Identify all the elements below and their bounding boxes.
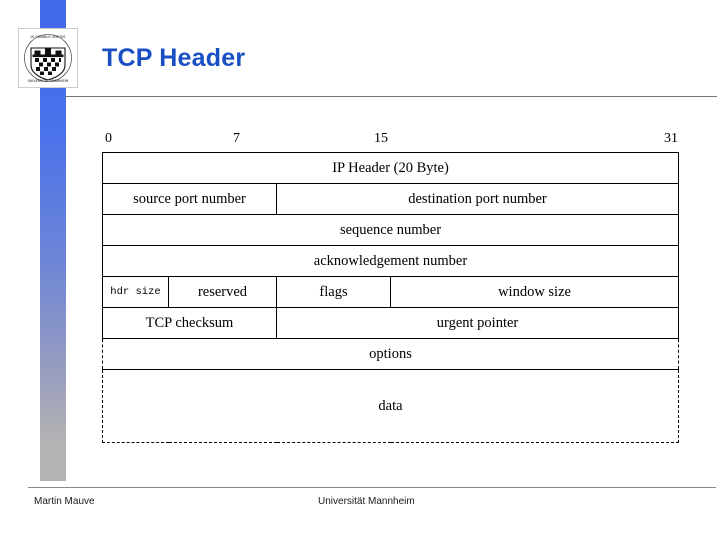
bit-tick-7: 7 — [233, 131, 240, 146]
field-urgent-pointer: urgent pointer — [275, 307, 680, 339]
table-row: acknowledgement number — [101, 245, 680, 277]
svg-text:UNIVERSITAT MANNHEIM: UNIVERSITAT MANNHEIM — [28, 79, 69, 83]
bit-offset-ruler: 0 7 15 31 — [102, 130, 678, 152]
footer-divider — [28, 487, 716, 488]
svg-text:IN OMNIBUS VERITAS: IN OMNIBUS VERITAS — [31, 35, 66, 39]
field-flags: flags — [276, 276, 391, 308]
table-row: hdr size reserved flags window size — [102, 276, 680, 308]
field-ip-header: IP Header (20 Byte) — [101, 152, 680, 184]
field-destination-port: destination port number — [275, 183, 680, 215]
footer-author: Martin Mauve — [34, 496, 95, 507]
field-window-size: window size — [389, 276, 680, 308]
bit-tick-31: 31 — [664, 131, 678, 146]
field-options: options — [101, 338, 680, 370]
field-sequence-number: sequence number — [101, 214, 680, 246]
field-data: data — [101, 369, 680, 443]
field-tcp-checksum: TCP checksum — [102, 307, 277, 339]
table-row: options — [101, 338, 680, 370]
field-reserved: reserved — [168, 276, 277, 308]
field-source-port: source port number — [102, 183, 277, 215]
table-row: TCP checksum urgent pointer — [102, 307, 680, 339]
tcp-header-diagram: 0 7 15 31 IP Header (20 Byte) source por… — [101, 130, 680, 443]
field-acknowledgement-number: acknowledgement number — [101, 245, 680, 277]
bit-tick-15: 15 — [374, 131, 388, 146]
field-hdr-size: hdr size — [102, 276, 169, 308]
tcp-header-field-table: IP Header (20 Byte) source port number d… — [101, 152, 680, 443]
page-title: TCP Header — [102, 44, 246, 72]
title-divider — [65, 96, 717, 97]
bit-tick-0: 0 — [105, 131, 112, 146]
university-crest-icon: IN OMNIBUS VERITAS UNIVERSITAT MANNHEIM — [19, 29, 77, 87]
university-logo: IN OMNIBUS VERITAS UNIVERSITAT MANNHEIM — [18, 28, 78, 88]
table-row: source port number destination port numb… — [102, 183, 680, 215]
table-row: sequence number — [101, 214, 680, 246]
footer-organization: Universität Mannheim — [318, 496, 415, 507]
table-row: IP Header (20 Byte) — [101, 152, 680, 184]
table-row: data — [101, 369, 680, 443]
